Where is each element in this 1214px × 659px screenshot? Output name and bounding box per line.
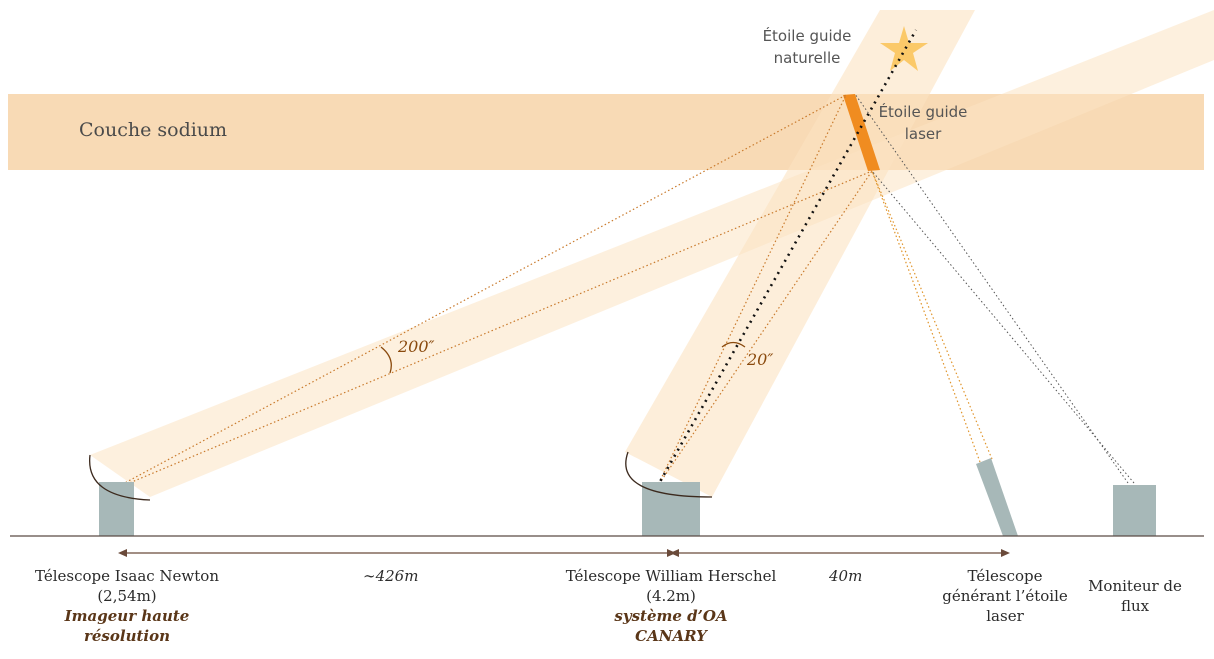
int-instrument-line2: résolution	[83, 627, 171, 645]
wht-telescope-label: Télescope William Herschel (4.2m) systèm…	[551, 566, 791, 646]
laser-star-line2: laser	[904, 125, 942, 143]
laser-ray-1	[871, 170, 981, 463]
int-name: Télescope Isaac Newton	[34, 567, 219, 585]
wht-angle-arc	[721, 341, 746, 348]
wht-beam	[625, 10, 975, 497]
int-angle-label: 200″	[398, 337, 435, 356]
int-angle-arc	[380, 346, 392, 374]
laser-guide-star-label: Étoile guide laser	[864, 101, 982, 145]
wht-name: Télescope William Herschel	[565, 567, 777, 585]
flux-monitor-body	[1113, 485, 1156, 536]
wht-angle-label: 20″	[747, 350, 774, 369]
distance-wht-laser-label: 40m	[829, 567, 863, 585]
natural-star-line2: naturelle	[773, 49, 841, 67]
laser-ray-2	[871, 170, 993, 460]
int-size: (2,54m)	[97, 587, 157, 605]
distance-int-wht-label: ∼426m	[363, 567, 419, 585]
flux-line2: flux	[1120, 597, 1150, 615]
laser-telescope-body	[976, 458, 1018, 536]
flux-ray-upper	[854, 93, 1129, 484]
wht-telescope-body	[642, 482, 700, 536]
distance-arrow-wht-laser	[670, 549, 1010, 557]
flux-line1: Moniteur de	[1088, 577, 1182, 595]
int-mirror	[89, 454, 151, 501]
wht-instrument-line1: système d’OA	[614, 607, 728, 625]
laser-telescope-label: Télescope générant l’étoile laser	[935, 566, 1075, 626]
star-icon	[880, 26, 928, 71]
laser-guide-star-segment	[843, 94, 880, 171]
sodium-layer-label: Couche sodium	[79, 119, 228, 141]
natural-star-line1: Étoile guide	[762, 27, 852, 45]
flux-monitor-label: Moniteur de flux	[1080, 576, 1190, 616]
wht-instrument-line2: CANARY	[635, 627, 707, 645]
int-instrument-line1: Imageur haute	[64, 607, 190, 625]
wht-ray-upper	[656, 94, 847, 488]
laser-tel-line2: générant l’étoile	[942, 587, 1068, 605]
wht-size: (4.2m)	[646, 587, 696, 605]
int-telescope-body	[99, 482, 134, 536]
int-beam	[90, 10, 1214, 497]
laser-tel-line1: Télescope	[967, 567, 1043, 585]
flux-ray-lower	[871, 170, 1135, 484]
wht-mirror	[625, 451, 713, 498]
laser-star-line1: Étoile guide	[878, 103, 968, 121]
natural-guide-star-label: Étoile guide naturelle	[748, 25, 866, 69]
laser-tel-line3: laser	[986, 607, 1024, 625]
int-telescope-label: Télescope Isaac Newton (2,54m) Imageur h…	[12, 566, 242, 646]
distance-arrow-int-wht	[118, 549, 676, 557]
